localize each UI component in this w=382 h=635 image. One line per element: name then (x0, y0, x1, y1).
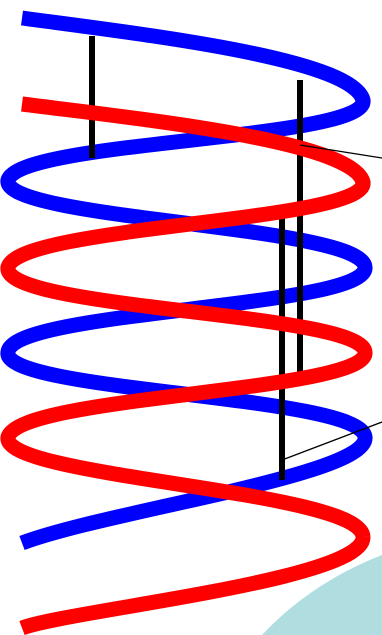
red-strand (8, 104, 365, 628)
